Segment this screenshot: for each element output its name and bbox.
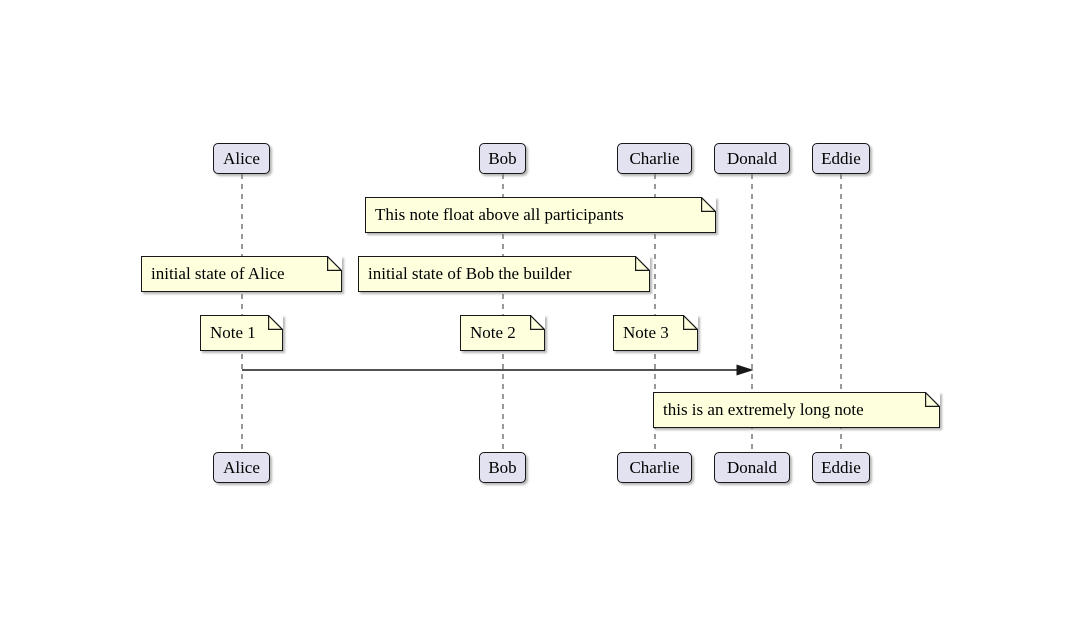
lifeline-alice [241,174,243,453]
note-2: Note 2 [460,315,545,351]
note-text: Note 2 [470,323,516,342]
note-fold-icon [268,315,283,330]
participant-box-donald-top: Donald [714,143,790,174]
note-initial-state-bob: initial state of Bob the builder [358,256,650,292]
note-text: initial state of Alice [151,264,285,283]
note-extremely-long: this is an extremely long note [653,392,940,428]
note-text: Note 3 [623,323,669,342]
note-1: Note 1 [200,315,283,351]
lifeline-bob [502,174,504,453]
lifeline-eddie [840,174,842,453]
note-fold-icon [701,197,716,212]
arrowhead-icon [736,364,754,376]
note-fold-icon [530,315,545,330]
participant-box-bob-bottom: Bob [479,452,526,483]
note-fold-icon [683,315,698,330]
note-fold-icon [327,256,342,271]
lifeline-charlie [654,174,656,453]
participant-box-charlie-bottom: Charlie [617,452,692,483]
note-initial-state-alice: initial state of Alice [141,256,342,292]
participant-box-bob-top: Bob [479,143,526,174]
lifeline-donald [751,174,753,453]
note-float-above-participants: This note float above all participants [365,197,716,233]
note-fold-icon [635,256,650,271]
message-arrow-alice-to-donald [242,364,754,376]
participant-box-donald-bottom: Donald [714,452,790,483]
participant-box-eddie-top: Eddie [812,143,870,174]
participant-box-alice-bottom: Alice [213,452,270,483]
note-text: This note float above all participants [375,205,624,224]
note-fold-icon [925,392,940,407]
participant-box-alice-top: Alice [213,143,270,174]
note-text: this is an extremely long note [663,400,864,419]
participant-box-charlie-top: Charlie [617,143,692,174]
note-3: Note 3 [613,315,698,351]
note-text: Note 1 [210,323,256,342]
participant-box-eddie-bottom: Eddie [812,452,870,483]
note-text: initial state of Bob the builder [368,264,572,283]
